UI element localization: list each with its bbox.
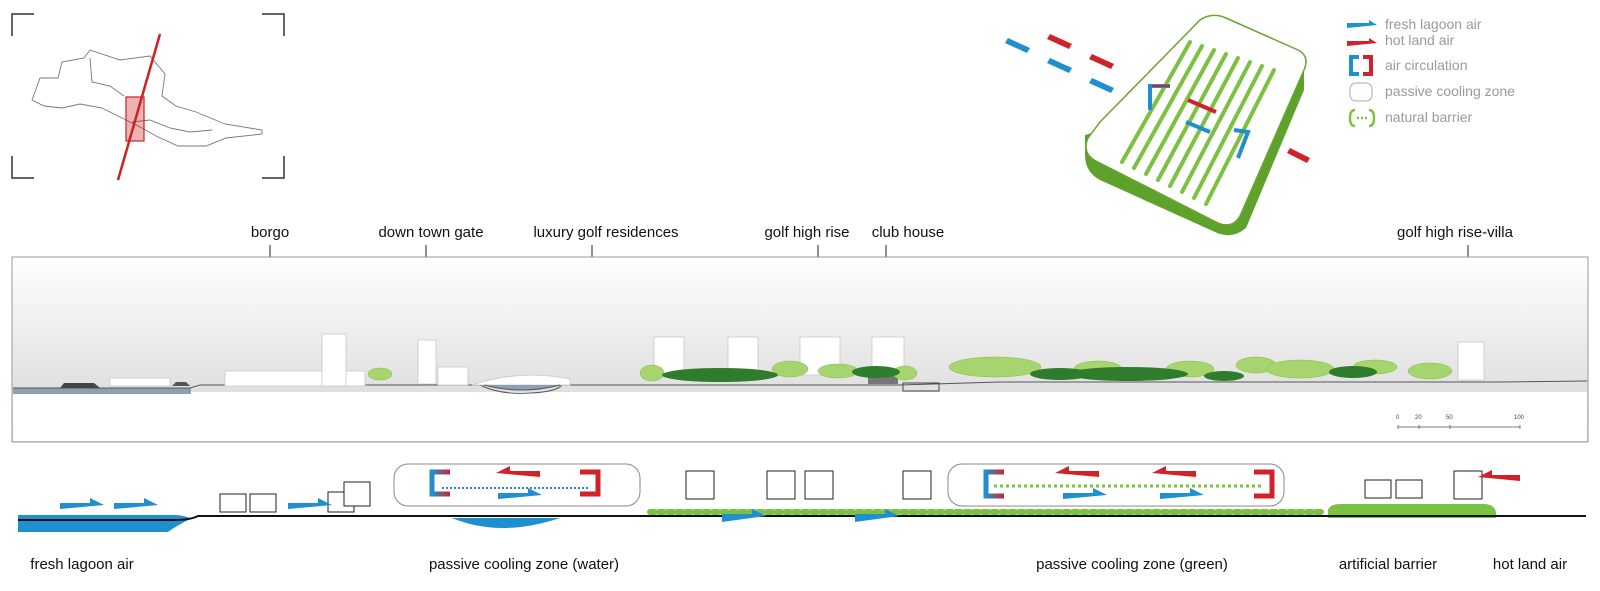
incoming-air-arrows (1005, 34, 1310, 163)
label-passive-cooling-water: passive cooling zone (water) (428, 556, 620, 573)
fresh-air-arrows (60, 488, 1204, 522)
legend-item-barrier: natural barrier (1345, 106, 1585, 130)
label-passive-cooling-green: passive cooling zone (green) (1036, 556, 1228, 573)
scale-tick-50: 50 (1446, 415, 1453, 421)
label-golf-high-rise: golf high rise (764, 224, 850, 241)
lagoon-water (13, 388, 191, 394)
scale-tick-0: 0 (1396, 415, 1400, 421)
legend-label-circulation: air circulation (1385, 57, 1468, 73)
label-hot-land-air: hot land air (1492, 556, 1568, 573)
map-frame-corners (11, 13, 285, 179)
ground-line-bottom (18, 515, 1586, 521)
legend-item-cooling: passive cooling zone (1345, 80, 1585, 104)
artificial-barrier-mound (1328, 504, 1496, 518)
cooling-block-3d (1000, 10, 1340, 240)
section-cut-line (116, 33, 162, 181)
label-club-house: club house (871, 224, 945, 241)
legend-item-fresh: fresh lagoon air (1345, 14, 1585, 34)
label-fresh-lagoon-air: fresh lagoon air (30, 556, 134, 573)
site-outline (31, 49, 263, 147)
label-artificial-barrier: artificial barrier (1338, 556, 1438, 573)
label-golf-high-rise-villa: golf high rise-villa (1397, 224, 1513, 241)
legend-item-circulation: air circulation (1345, 54, 1585, 78)
blue-arrow-icon (1347, 20, 1377, 28)
cooling-zone-water-box (393, 463, 641, 507)
hot-air-arrows (496, 466, 1520, 481)
rounded-rectangle-icon (1349, 82, 1373, 102)
vegetation-dark (662, 366, 1377, 382)
block-top (1085, 14, 1307, 226)
scale-bar (1397, 425, 1521, 429)
building-boxes (219, 470, 1483, 513)
legend-label-cooling: passive cooling zone (1385, 83, 1515, 99)
air-circulation-icon (1349, 55, 1373, 76)
label-luxury-golf-residences: luxury golf residences (533, 224, 679, 241)
legend-item-hot: hot land air (1345, 32, 1585, 52)
scale-tick-100: 100 (1514, 415, 1525, 421)
legend-label-barrier: natural barrier (1385, 109, 1473, 125)
lagoon-water-bottom (18, 515, 190, 518)
cooling-basin (452, 518, 560, 528)
green-stripes (1120, 40, 1276, 206)
label-borgo: borgo (250, 224, 290, 241)
section-drawing: 0 20 50 100 (0, 245, 1600, 455)
legend-label-hot: hot land air (1385, 32, 1455, 48)
legend: fresh lagoon air hot land air air circul… (1345, 12, 1585, 132)
airflow-schematic (0, 460, 1600, 540)
legend-label-fresh: fresh lagoon air (1385, 16, 1482, 32)
red-arrow-icon (1347, 38, 1377, 46)
label-downtown-gate: down town gate (378, 224, 484, 241)
site-map (0, 0, 300, 190)
circulation-brackets (1148, 84, 1251, 159)
green-bracket-icon (1348, 108, 1376, 128)
scale-tick-20: 20 (1415, 415, 1422, 421)
